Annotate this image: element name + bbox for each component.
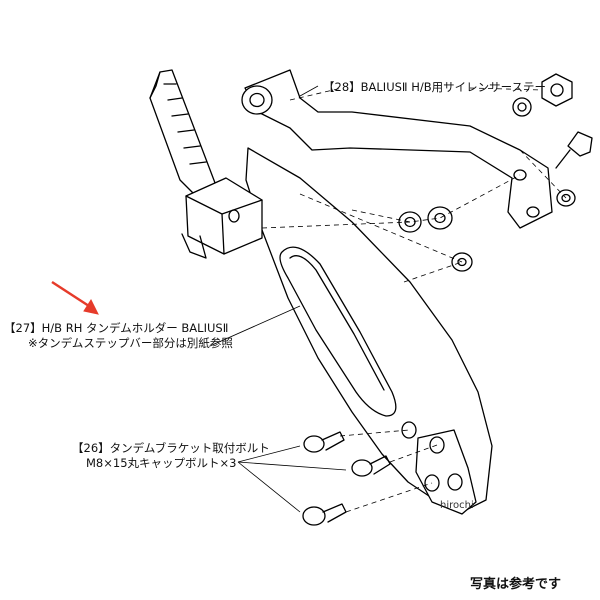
- holder-slot: [279, 246, 397, 417]
- leader-26: [237, 445, 347, 513]
- washer: [512, 97, 532, 117]
- reference-caption: 写真は参考です: [470, 577, 562, 592]
- cap-bolt-3: [302, 503, 347, 526]
- stay-bolt: [555, 131, 593, 169]
- cap-bolt-1: [303, 431, 345, 453]
- hex-nut: [541, 73, 573, 107]
- step-pivot-block: [185, 177, 263, 255]
- watermark: hirochi: [440, 500, 474, 511]
- stay-collar: [241, 85, 273, 115]
- bracket-tab: [415, 429, 477, 515]
- callout-part-26: 【26】タンデムブラケット取付ボルト: [72, 441, 270, 455]
- leader-27: [209, 305, 301, 347]
- leader-28: [299, 85, 319, 97]
- callout-part-28: 【28】BALIUSⅡ H/B用サイレンサーステー: [323, 80, 547, 94]
- red-arrow: [51, 280, 99, 315]
- callout-part-27: 【27】H/B RH タンデムホルダー BALIUSⅡ: [4, 321, 229, 335]
- silencer-stay: [244, 69, 553, 229]
- callout-part-27-note: ※タンデムステップバー部分は別紙参照: [28, 336, 233, 350]
- cap-bolt-2: [351, 455, 391, 477]
- callout-part-26-spec: M8×15丸キャップボルト×3: [86, 456, 237, 470]
